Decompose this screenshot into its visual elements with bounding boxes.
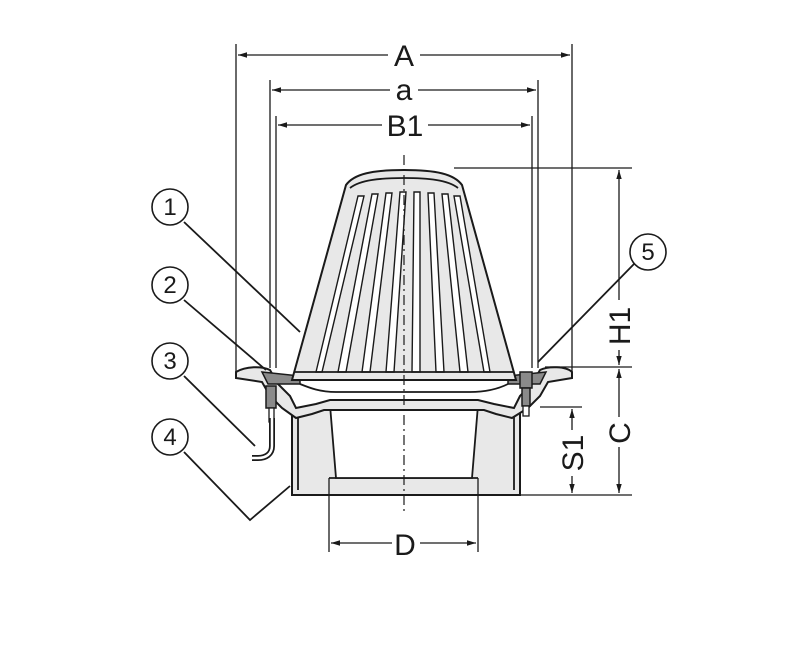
callout-2-label: 2 — [163, 272, 176, 299]
clamp-bolts — [265, 371, 533, 423]
callout-3: 3 — [151, 342, 189, 380]
dim-label-B1: B1 — [387, 110, 424, 143]
callout-1-label: 1 — [163, 194, 176, 221]
callout-5-label: 5 — [641, 239, 654, 266]
underdeck-clamp — [252, 418, 275, 461]
callout-4: 4 — [151, 418, 189, 456]
callout-5: 5 — [629, 233, 667, 271]
dim-label-D: D — [394, 529, 416, 562]
callout-4-label: 4 — [163, 424, 176, 451]
callout-3-label: 3 — [163, 348, 176, 375]
dim-label-A: A — [394, 40, 414, 73]
dimension-labels: A a B1 H1 C S1 D — [382, 38, 637, 562]
dim-label-H1: H1 — [604, 307, 637, 345]
dim-label-a: a — [396, 74, 413, 107]
dim-label-C: C — [604, 422, 637, 444]
strainer-slots — [315, 191, 491, 373]
callout-1: 1 — [151, 188, 189, 226]
dim-label-S1: S1 — [557, 435, 590, 472]
drain-body — [235, 366, 573, 496]
callout-2: 2 — [151, 266, 189, 304]
callout-leaders — [183, 221, 635, 522]
